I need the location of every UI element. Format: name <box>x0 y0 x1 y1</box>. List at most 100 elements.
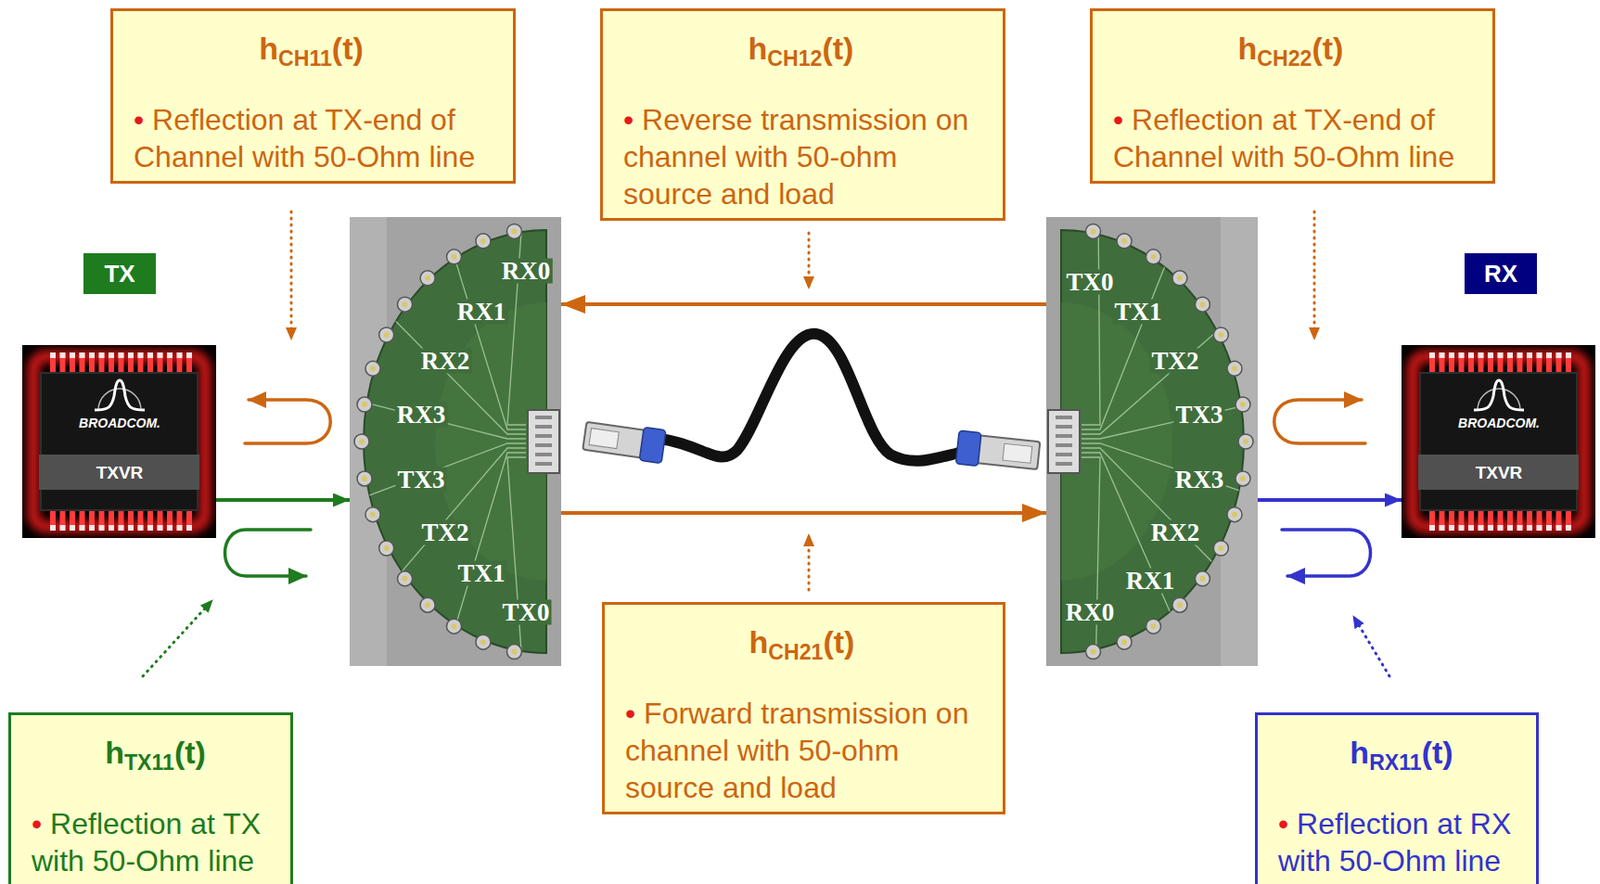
dotted-pointer <box>290 211 294 340</box>
sma-pin <box>1177 275 1183 282</box>
port-label: TX2 <box>1149 348 1201 374</box>
chip-pin <box>79 352 86 375</box>
connector-pin <box>1055 443 1073 448</box>
bullet: • <box>625 696 636 730</box>
cable-plug <box>582 419 666 464</box>
description-text: Reflection at TX-end of Channel with 50-… <box>133 102 475 174</box>
test-fixture-board: RX0RX1RX2RX3TX3TX2TX1TX0 <box>349 217 562 666</box>
sma-pin <box>1177 601 1183 608</box>
chip-pin <box>1565 508 1572 531</box>
sma-pin <box>1217 332 1224 338</box>
chip-pin-tip <box>1487 352 1494 359</box>
response-title: hRX11(t) <box>1278 731 1525 773</box>
port-label: RX1 <box>455 299 509 325</box>
port-label: RX2 <box>419 348 473 374</box>
sma-pin <box>361 401 368 408</box>
chip-pin-tip <box>1459 352 1465 359</box>
port-label: TX3 <box>395 467 447 493</box>
chip-pin-tip <box>69 524 76 531</box>
port-label: RX1 <box>1124 568 1178 594</box>
chip-pin-tip <box>69 352 76 359</box>
chip-pin-tip <box>1556 524 1562 531</box>
chip-pin-tip <box>138 524 144 531</box>
chip-pin-tip <box>108 524 115 531</box>
end-tag: RX <box>1464 253 1537 295</box>
chip-pin-tip <box>1487 524 1494 531</box>
sma-pin <box>370 512 376 518</box>
chip-drawing <box>22 345 217 538</box>
board-pcb <box>363 230 547 653</box>
chip-band <box>1418 454 1579 490</box>
chip-pin-tip <box>138 352 144 359</box>
chip-pin <box>1497 508 1504 531</box>
sma-connector <box>1238 434 1254 449</box>
chip-pin <box>157 508 164 531</box>
chip-pin-tip <box>89 352 95 359</box>
sma-pin <box>1090 228 1097 234</box>
plug-detail <box>588 428 619 449</box>
chip-pin-tip <box>1468 524 1474 531</box>
reflection-loop <box>244 399 331 444</box>
response-box: hCH22(t)• Reflection at TX-end of Channe… <box>1089 8 1496 184</box>
sma-connector <box>365 360 381 376</box>
chip-pin <box>138 508 144 531</box>
end-tag: TX <box>83 253 156 295</box>
chip-pin-tip <box>147 524 154 531</box>
response-box: hRX11(t)• Reflection at RX with 50-Ohm l… <box>1254 712 1539 884</box>
sma-connector <box>1235 396 1251 412</box>
chip-pin <box>1429 352 1435 375</box>
sma-connector <box>1146 249 1162 265</box>
sma-connector <box>1213 327 1229 343</box>
sma-pin <box>511 649 517 655</box>
sma-pin <box>1121 238 1127 244</box>
chip-pin <box>99 508 105 531</box>
chip-pin <box>1565 352 1572 375</box>
chip-pin <box>1448 508 1455 531</box>
title-subscript: TX11 <box>124 750 175 775</box>
title-argument: (t) <box>174 734 206 770</box>
response-title: hCH12(t) <box>623 27 979 69</box>
port-label: RX0 <box>499 258 553 284</box>
title-argument: (t) <box>1421 734 1454 770</box>
response-description: • Reflection at TX-end of Channel with 5… <box>133 101 489 176</box>
board-photo-background <box>349 217 562 666</box>
sma-pin <box>1199 576 1205 582</box>
chip-pin <box>108 508 115 531</box>
chip-pin <box>69 508 76 531</box>
chip-pin-tip <box>1468 352 1474 359</box>
chip-brand: BROADCOM. <box>1458 416 1540 430</box>
connector-pin <box>535 461 552 466</box>
bullet: • <box>133 102 144 137</box>
chip-pin-tip <box>1507 352 1513 359</box>
chip-pin-tip <box>177 524 183 531</box>
chip-pin <box>1507 352 1513 375</box>
chip-pin <box>1448 352 1455 375</box>
port-label: RX2 <box>1149 520 1203 546</box>
chip-pin-tip <box>118 524 125 531</box>
chip-pin <box>1478 508 1485 531</box>
chip-glow <box>1412 356 1585 527</box>
chip-pin <box>147 508 154 531</box>
chip-pin-tip <box>128 352 134 359</box>
sma-connector <box>506 223 522 239</box>
chip-pin <box>1497 352 1504 375</box>
chip-pin <box>118 352 125 375</box>
chip-pin <box>118 508 125 531</box>
sma-pin <box>1231 365 1238 372</box>
chip-pin <box>1459 352 1465 375</box>
board-trace <box>1081 234 1101 425</box>
chip-pin <box>1517 352 1524 375</box>
chip-drawing <box>1401 345 1596 538</box>
chip-pin <box>89 352 95 375</box>
sma-pin <box>1240 401 1246 408</box>
sma-connector <box>1235 471 1251 487</box>
chip-pin <box>186 352 192 375</box>
title-symbol: h <box>104 734 125 770</box>
sma-connector <box>475 634 491 650</box>
sma-connector <box>1146 618 1162 634</box>
sma-connector <box>1116 634 1132 650</box>
chip-pin-tip <box>108 352 115 359</box>
sma-pin <box>1199 301 1205 308</box>
sma-connector <box>447 618 462 634</box>
